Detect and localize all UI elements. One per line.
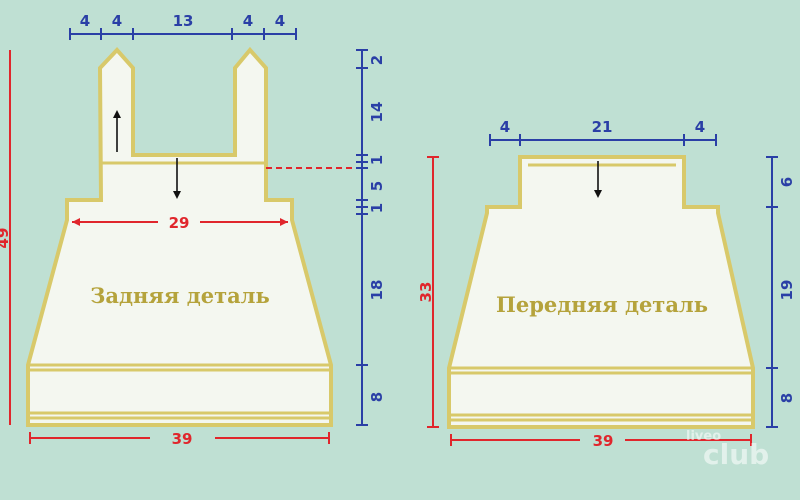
front-height-3: 8: [778, 393, 796, 403]
front-piece-title: Передняя деталь: [496, 292, 708, 317]
front-top-width-2: 21: [592, 118, 613, 136]
back-height-5: 1: [368, 203, 386, 213]
back-bottom-width: 39: [172, 430, 193, 448]
back-inner-width-arrow-left: [72, 218, 80, 226]
back-piece-outline: [26, 46, 333, 427]
front-total-height: 33: [417, 282, 435, 303]
back-height-7: 8: [368, 392, 386, 402]
back-strap-arrowhead: [113, 110, 121, 118]
front-height-1: 6: [778, 177, 796, 187]
front-body-arrowhead: [594, 190, 602, 198]
watermark-small-text: liveo: [686, 429, 721, 444]
front-height-2: 19: [778, 280, 796, 301]
back-body-arrowhead: [173, 191, 181, 199]
back-top-width-4: 4: [243, 12, 253, 30]
front-bottom-width: 39: [593, 432, 614, 450]
back-top-width-3: 13: [173, 12, 194, 30]
front-piece-outline: [447, 155, 755, 429]
back-height-4: 5: [368, 181, 386, 191]
watermark-large-text: club: [703, 438, 769, 471]
back-inner-width: 29: [169, 214, 190, 232]
back-piece: Задняя деталь 4 4 13 4 4 2 14 1 5: [0, 12, 386, 448]
back-top-width-2: 4: [112, 12, 122, 30]
back-height-3: 1: [368, 155, 386, 165]
back-height-1: 2: [368, 55, 386, 65]
back-inner-width-arrow-right: [280, 218, 288, 226]
front-top-width-3: 4: [695, 118, 705, 136]
front-piece: Передняя деталь 4 21 4 6 19 8 33 39: [417, 118, 796, 450]
back-top-width-5: 4: [275, 12, 285, 30]
back-height-2: 14: [368, 102, 386, 123]
watermark: liveo club: [686, 429, 769, 471]
back-height-6: 18: [368, 280, 386, 301]
back-piece-title: Задняя деталь: [90, 283, 270, 308]
front-top-width-1: 4: [500, 118, 510, 136]
back-top-width-1: 4: [80, 12, 90, 30]
back-total-height: 49: [0, 228, 12, 249]
